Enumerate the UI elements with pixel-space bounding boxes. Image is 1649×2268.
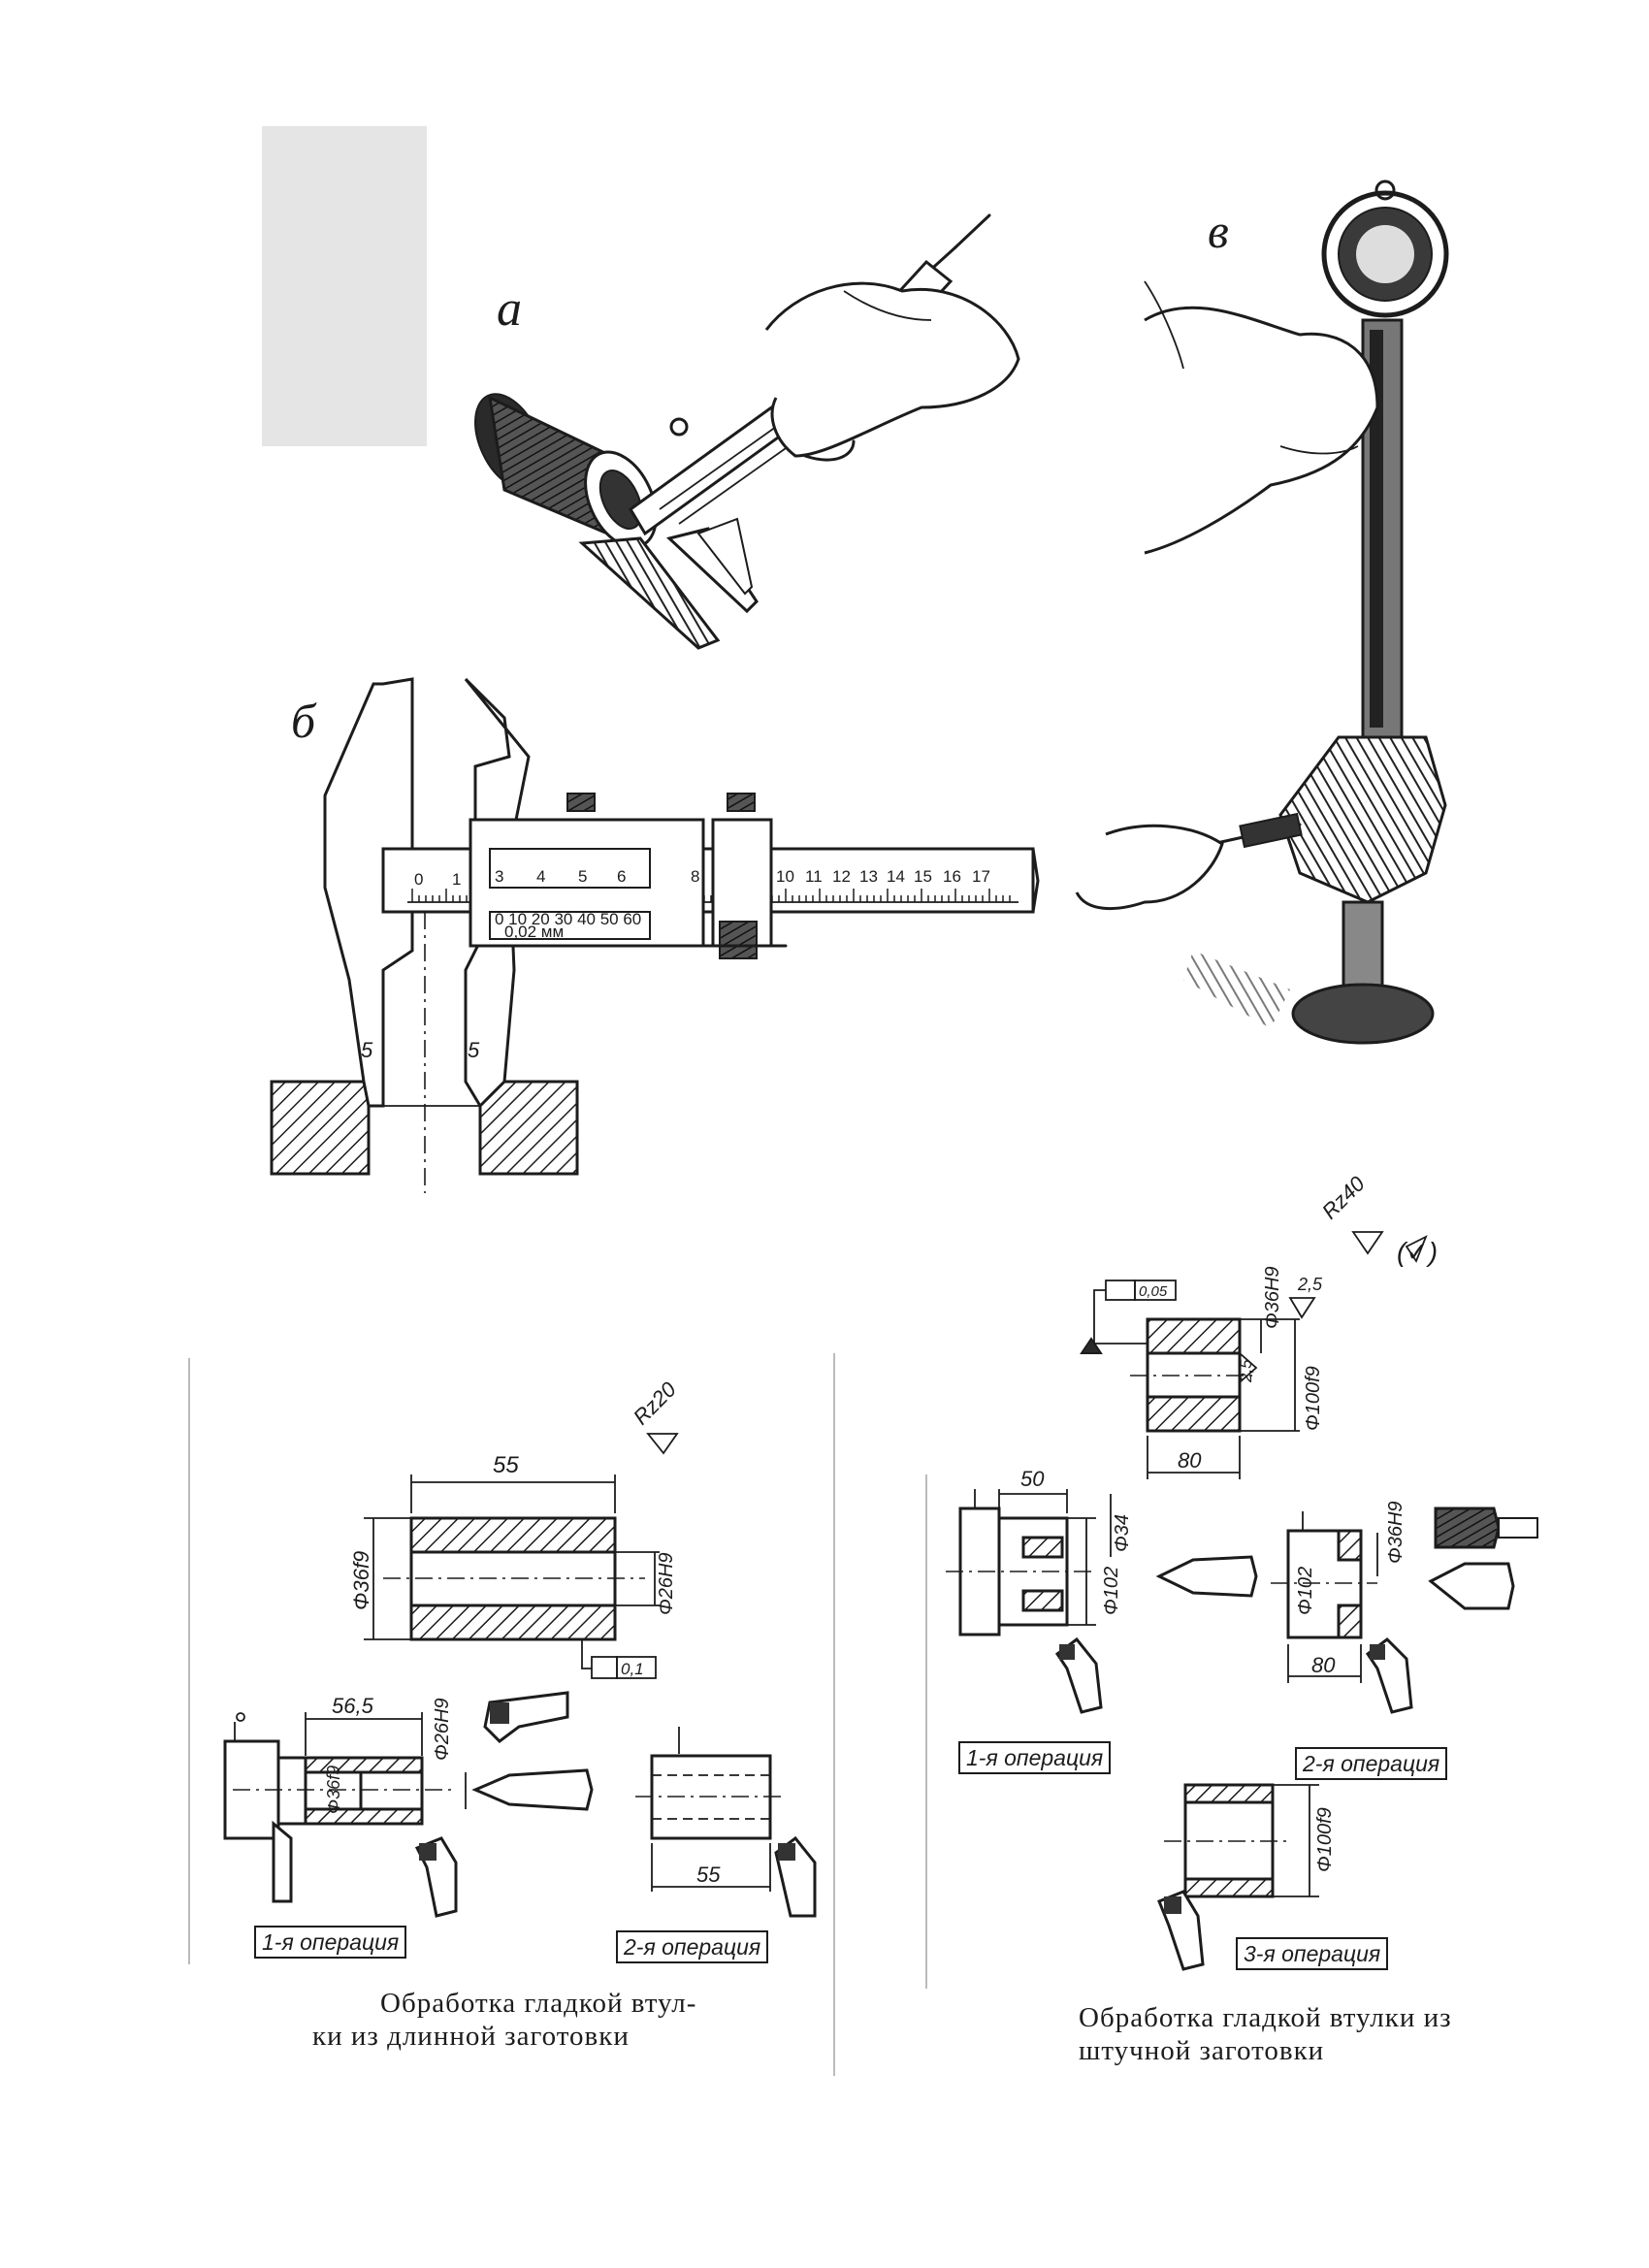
svg-text:15: 15 — [914, 867, 932, 886]
left-drawing-final-part — [364, 1433, 679, 1679]
right-caption-line1: Обработка гладкой втулки из — [1079, 2002, 1452, 2033]
svg-text:6: 6 — [617, 867, 626, 886]
figure-a-caliper-on-bushing — [474, 213, 1020, 650]
left-drawing-op1-sketch — [223, 1691, 594, 1918]
roughness-side: 2,5 — [1297, 1275, 1323, 1294]
op3-right-diameter: Φ100f9 — [1314, 1807, 1336, 1872]
left-drawing-op2-sketch — [635, 1727, 817, 1918]
svg-text:11: 11 — [805, 867, 823, 886]
dim-outer-diameter: Φ36f9 — [349, 1551, 373, 1610]
figure-label-b: б — [291, 694, 317, 748]
right-drawing-op2-sketch — [1271, 1507, 1538, 1714]
left-op1-label: 1-я операция — [254, 1926, 407, 1959]
right-caption-line2: штучной заготовки — [1079, 2035, 1325, 2066]
op1-length: 56,5 — [332, 1694, 374, 1718]
op2-right-diameter: Φ102 — [1295, 1567, 1316, 1615]
svg-text:17: 17 — [972, 867, 990, 886]
right-op1-label: 1-я операция — [958, 1741, 1112, 1774]
runout-right: 0,05 — [1139, 1283, 1168, 1300]
dim-right-outer-diameter: Φ100f9 — [1303, 1366, 1324, 1431]
svg-text:1: 1 — [452, 870, 461, 889]
figure-label-v: в — [1208, 204, 1229, 258]
dim-inner-diameter: Φ26H9 — [656, 1552, 677, 1615]
roughness-inner: 2,5 — [1237, 1359, 1255, 1383]
roughness-rz40: Rz40 — [1317, 1171, 1371, 1224]
jaw-mark-right: 5 — [468, 1038, 480, 1062]
svg-text:12: 12 — [832, 867, 851, 886]
roughness-alt: (✓) — [1397, 1237, 1438, 1267]
op1-right-bore: Φ34 — [1112, 1514, 1133, 1552]
dim-right-length: 80 — [1178, 1448, 1202, 1473]
right-drawing-final-part — [1080, 1231, 1428, 1479]
op1-outer-diameter: Φ36f9 — [324, 1766, 343, 1814]
dim-right-inner-diameter: Φ36H9 — [1262, 1266, 1283, 1329]
op2-right-inner-diameter: Φ36H9 — [1385, 1501, 1406, 1564]
vernier-unit: 0,02 мм — [504, 923, 564, 941]
svg-text:8: 8 — [691, 867, 699, 886]
figure-label-a: а — [497, 281, 522, 337]
scan-shadow — [262, 126, 427, 446]
svg-text:13: 13 — [859, 867, 878, 886]
vernier-numbers: 0 10 20 30 40 50 60 — [495, 910, 641, 928]
op1-right-length: 50 — [1020, 1467, 1045, 1491]
svg-text:3: 3 — [495, 867, 503, 886]
right-caption: Обработка гладкой втулки из штучной заго… — [1079, 2001, 1452, 2067]
jaw-mark-left: 5 — [361, 1038, 373, 1062]
right-op3-label: 3-я операция — [1236, 1937, 1389, 1970]
svg-text:0: 0 — [414, 870, 423, 889]
roughness-rz20: Rz20 — [629, 1377, 682, 1430]
right-op2-label: 2-я операция — [1295, 1747, 1448, 1780]
svg-text:10: 10 — [776, 867, 794, 886]
left-caption: Обработка гладкой втул- ки из длинной за… — [312, 1987, 696, 2053]
runout-value: 0,1 — [621, 1660, 644, 1678]
op1-inner-diameter: Φ26H9 — [432, 1698, 453, 1761]
right-drawing-op1-sketch — [946, 1489, 1258, 1714]
svg-text:16: 16 — [943, 867, 961, 886]
svg-text:14: 14 — [887, 867, 905, 886]
svg-text:4: 4 — [536, 867, 545, 886]
figure-b-vernier-caliper — [270, 677, 1040, 1193]
right-drawing-op3-sketch — [1157, 1783, 1319, 1971]
op2-length: 55 — [696, 1863, 721, 1887]
left-caption-line2: ки из длинной заготовки — [312, 2021, 630, 2052]
op2-right-length: 80 — [1311, 1653, 1336, 1677]
op1-right-diameter: Φ102 — [1101, 1567, 1122, 1615]
dim-length-55: 55 — [493, 1452, 519, 1478]
left-caption-line1: Обработка гладкой втул- — [380, 1988, 697, 2019]
svg-text:5: 5 — [578, 867, 587, 886]
left-op2-label: 2-я операция — [616, 1930, 769, 1963]
caliper-scale-numbers: 0 1 3 4 5 6 8 10 11 12 13 14 15 16 17 0 … — [361, 867, 990, 1062]
figure-v-bore-gauge — [1075, 179, 1449, 1045]
